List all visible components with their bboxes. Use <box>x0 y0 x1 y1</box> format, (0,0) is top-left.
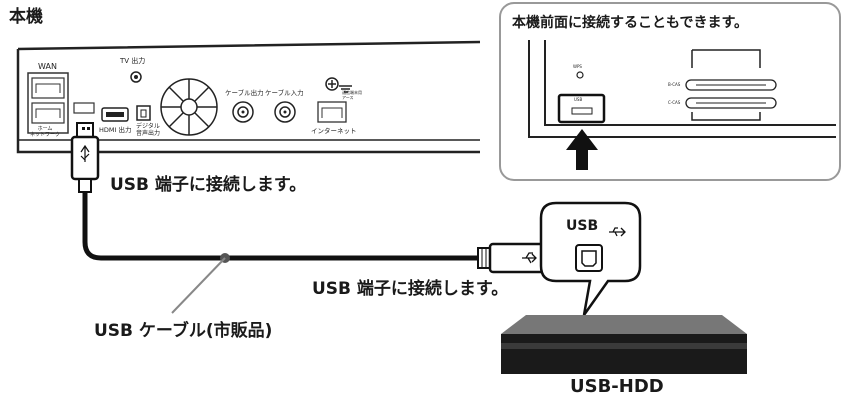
hdmi-out-label: HDMI 出力 <box>99 126 132 134</box>
rear-usb-port <box>73 102 95 114</box>
digital-audio-out-label: デジタル 音声出力 <box>136 123 161 137</box>
wan-label: WAN <box>38 62 57 71</box>
cooling-fan <box>160 78 218 136</box>
up-arrow <box>566 129 598 170</box>
connect-usb-hdd-label: USB 端子に接続します。 <box>312 279 509 299</box>
usb-symbol-icon <box>609 227 626 237</box>
connect-usb-top-label: USB 端子に接続します。 <box>110 175 307 195</box>
tv-out-jack <box>130 71 142 83</box>
front-usb-label: USB <box>574 97 583 102</box>
lan-port-block <box>27 72 69 134</box>
front-panel <box>528 40 836 138</box>
optical-port <box>136 105 151 121</box>
ground-label: 通信端末用 アース <box>342 90 362 100</box>
usb-hdd-label: USB-HDD <box>570 376 664 397</box>
cable-in-jack <box>274 101 296 123</box>
usb-a-plug <box>70 122 100 193</box>
main-unit-title: 本機 <box>9 7 43 27</box>
cable-pointer-line <box>171 257 226 314</box>
cable-out-label: ケーブル出力 <box>225 89 264 97</box>
internet-label: インターネット <box>311 127 357 135</box>
internet-port <box>317 101 347 123</box>
ground-terminal <box>325 77 352 93</box>
home-network-label: ホーム ネットワーク <box>30 126 61 138</box>
cable-out-jack <box>232 101 254 123</box>
hdd-usb-label: USB <box>566 218 599 234</box>
usb-b-port-icon <box>575 244 603 272</box>
usb-cable <box>82 192 478 261</box>
bcas-label: B-CAS <box>668 82 681 87</box>
front-callout-title: 本機前面に接続することもできます。 <box>512 15 749 31</box>
cable-in-label: ケーブル入力 <box>265 89 304 97</box>
ccas-label: C-CAS <box>668 100 681 105</box>
wps-label: WPS <box>573 64 582 69</box>
usb-hdd-device <box>501 315 747 374</box>
tv-out-label: TV 出力 <box>120 57 146 65</box>
hdmi-port <box>101 107 129 122</box>
front-usb-highlight <box>557 93 606 124</box>
usb-cable-label: USB ケーブル(市販品) <box>94 321 273 341</box>
